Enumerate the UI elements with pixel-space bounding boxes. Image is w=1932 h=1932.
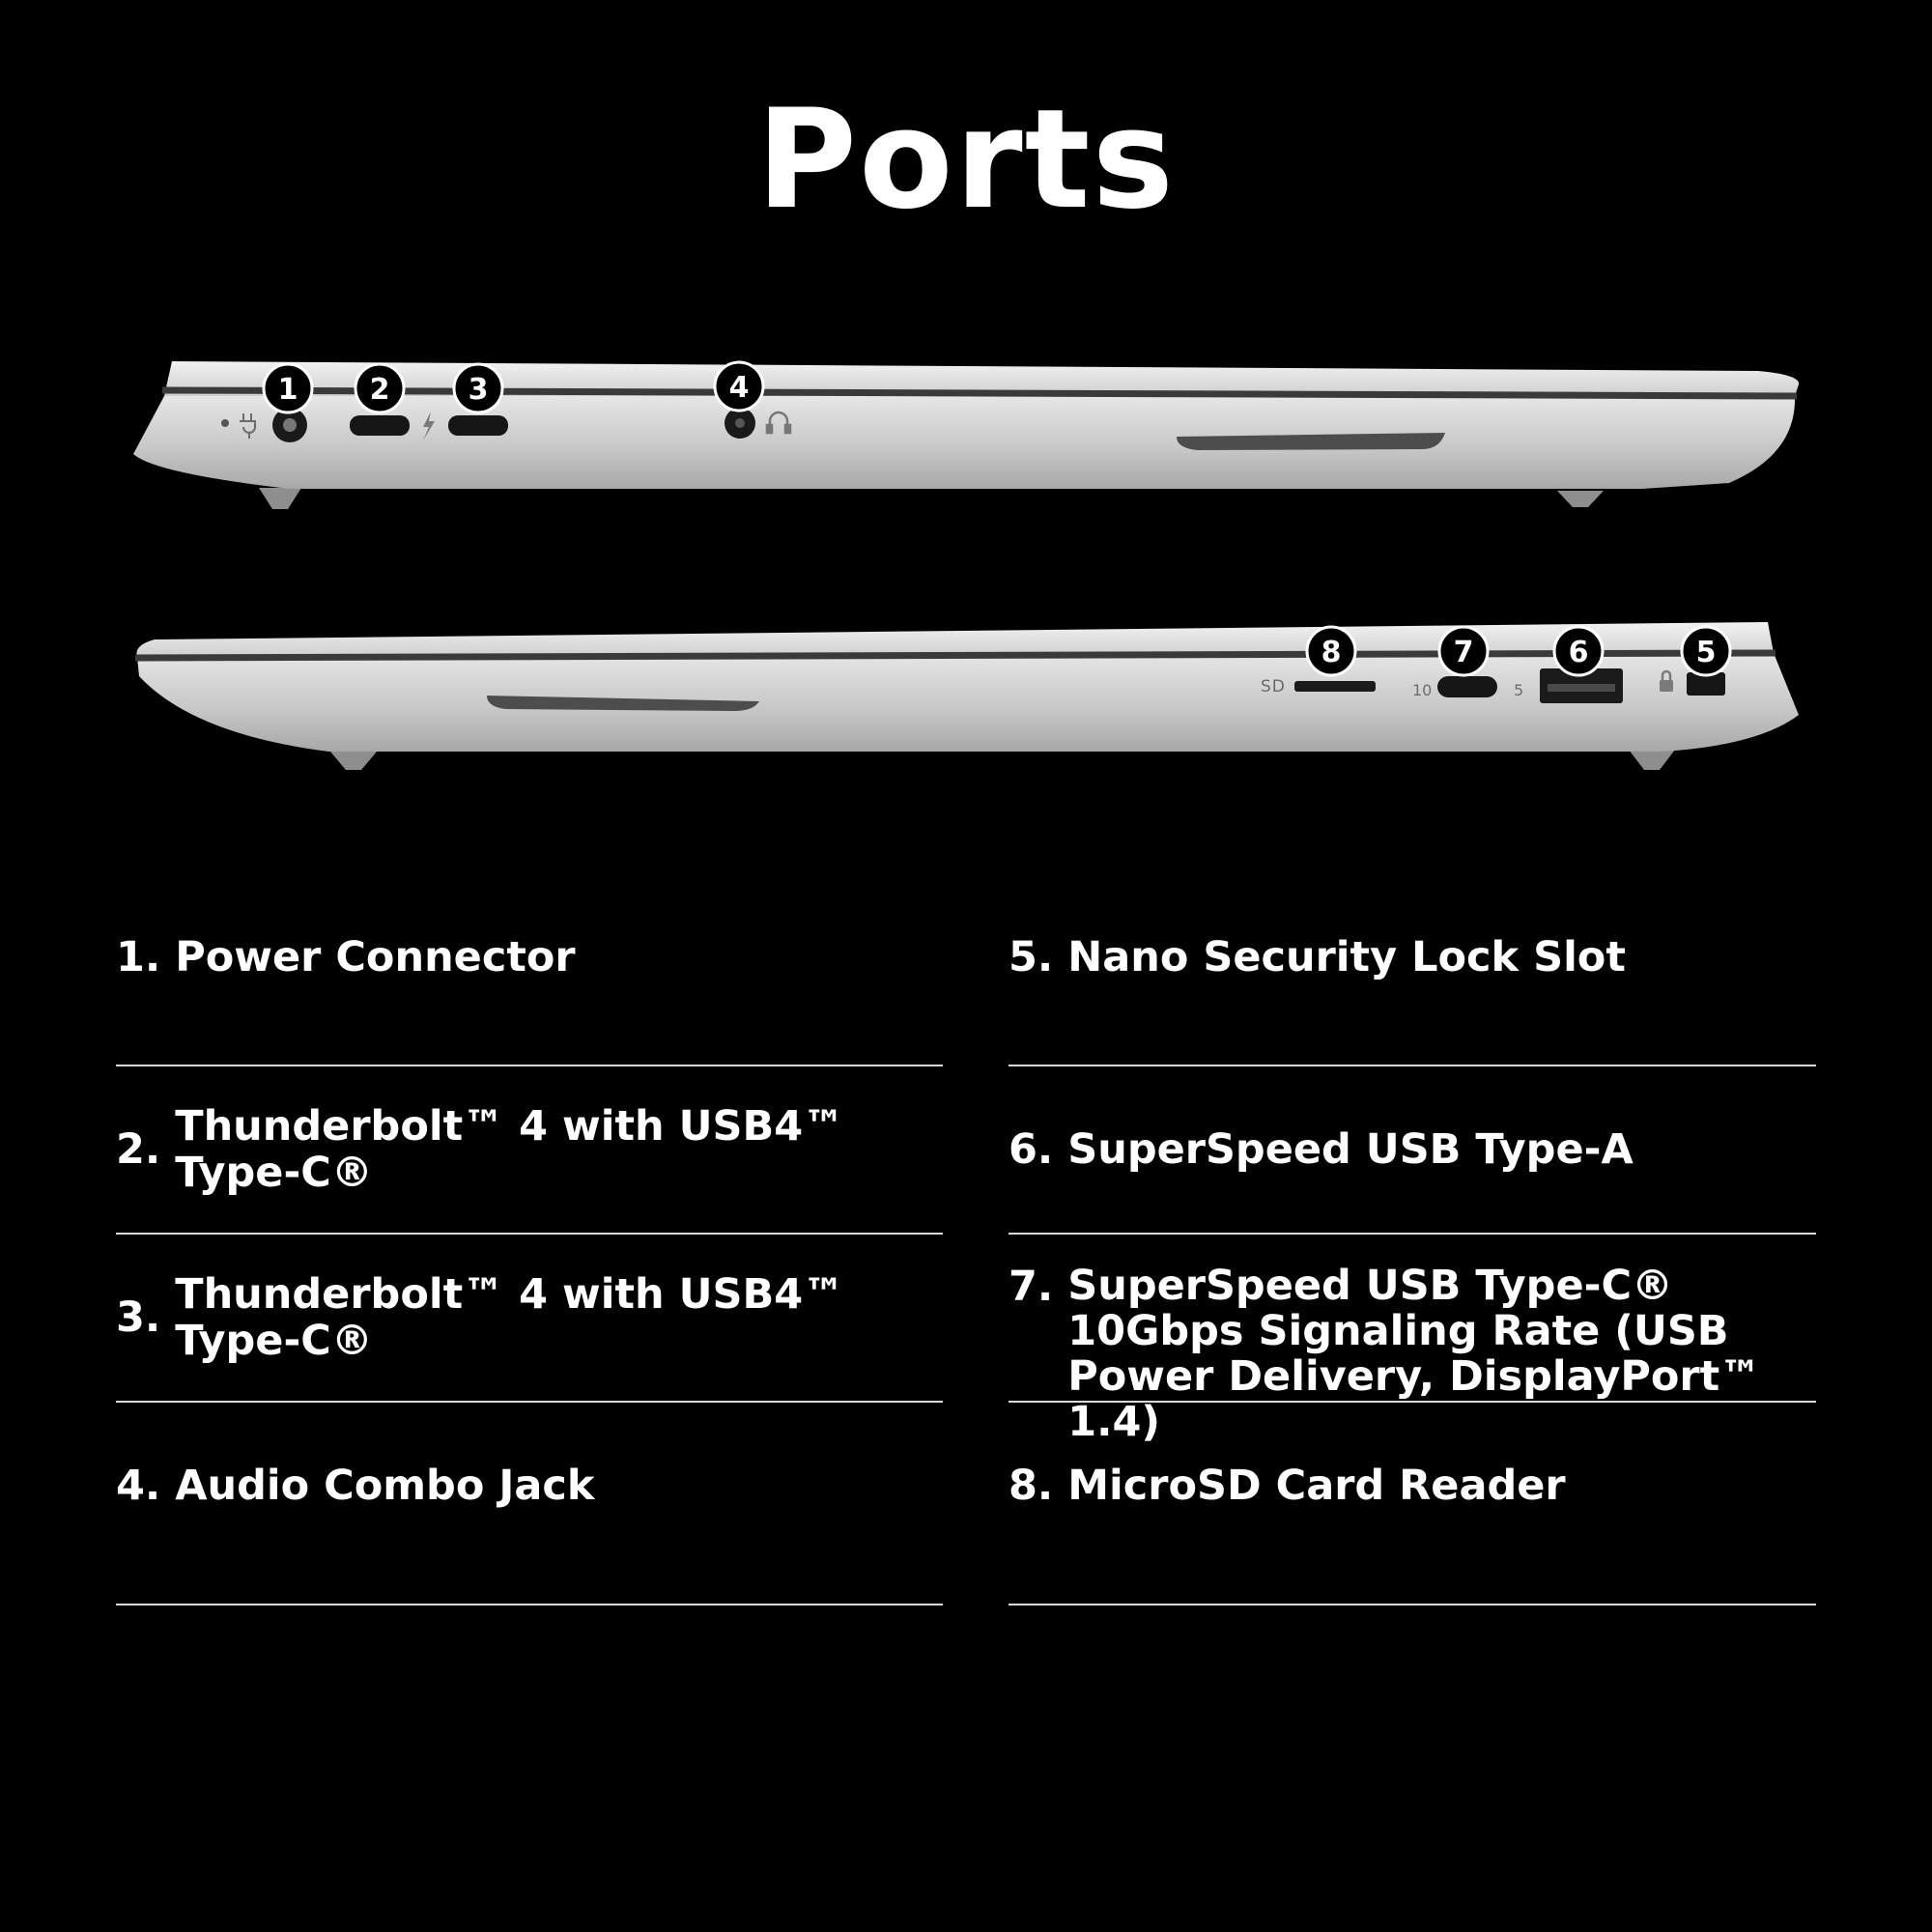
- svg-text:7: 7: [1454, 636, 1474, 669]
- port-marker-5: 5: [1680, 625, 1732, 677]
- port-marker-3: 3: [452, 362, 504, 414]
- spec-number: 6.: [1009, 1125, 1068, 1174]
- rubber-foot: [259, 488, 301, 509]
- svg-text:6: 6: [1569, 636, 1589, 669]
- svg-text:1: 1: [278, 373, 298, 407]
- page-title: Ports: [755, 80, 1177, 240]
- thunderbolt-icon: [423, 412, 435, 440]
- laptop-right-side: SD 10 5 8 7 6 5: [134, 622, 1799, 770]
- spec-label: MicroSD Card Reader: [1067, 1462, 1566, 1510]
- svg-text:2: 2: [370, 373, 390, 407]
- laptop-base: [137, 653, 1799, 752]
- rubber-foot: [1557, 491, 1604, 507]
- spec-number: 8.: [1009, 1462, 1068, 1510]
- laptop-base: [133, 396, 1796, 489]
- svg-text:4: 4: [729, 371, 750, 405]
- nano-security-lock-slot: [1687, 672, 1725, 696]
- port-marker-4: 4: [713, 360, 765, 412]
- svg-text:8: 8: [1321, 636, 1342, 669]
- spec-item-thunderbolt-3: 3. Thunderbolt™ 4 with USB4™ Type-C®: [116, 1235, 943, 1403]
- spec-item-usb-type-c: 7. SuperSpeed USB Type-C® 10Gbps Signali…: [1009, 1235, 1816, 1445]
- spec-item-usb-type-a: 6. SuperSpeed USB Type-A: [1009, 1066, 1816, 1235]
- vent-slot: [1177, 433, 1445, 450]
- svg-text:3: 3: [469, 373, 489, 407]
- usb-type-c-port-7: [1437, 676, 1497, 697]
- spec-list-left: 1. Power Connector 2. Thunderbolt™ 4 wit…: [116, 923, 943, 1605]
- spec-number: 2.: [116, 1125, 176, 1174]
- spec-number: 1.: [116, 933, 176, 981]
- spec-number: 5.: [1009, 933, 1068, 981]
- spec-number: 4.: [116, 1462, 176, 1510]
- spec-item-power-connector: 1. Power Connector: [116, 923, 943, 1066]
- laptop-left-side: 1 2 3 4: [133, 360, 1800, 509]
- spec-item-audio-combo-jack: 4. Audio Combo Jack: [116, 1403, 943, 1605]
- spec-label: Thunderbolt™ 4 with USB4™ Type-C®: [175, 1102, 845, 1197]
- port-marker-6: 6: [1552, 625, 1605, 677]
- lock-icon: [1660, 669, 1673, 692]
- vent-slot: [487, 696, 759, 711]
- hinge-line: [161, 386, 1798, 400]
- power-connector-pin: [283, 418, 297, 432]
- audio-jack-center: [735, 418, 745, 428]
- spec-item-thunderbolt-2: 2. Thunderbolt™ 4 with USB4™ Type-C®: [116, 1066, 943, 1235]
- spec-label: SuperSpeed USB Type-C® 10Gbps Signaling …: [1067, 1262, 1762, 1446]
- spec-label: Thunderbolt™ 4 with USB4™ Type-C®: [175, 1270, 845, 1365]
- power-indicator-light: [221, 419, 229, 427]
- laptop-lid: [164, 361, 1800, 396]
- rubber-foot: [1629, 750, 1675, 770]
- port-marker-8: 8: [1305, 625, 1357, 677]
- usb-c-speed-mark: 10: [1412, 681, 1432, 699]
- spec-label: Nano Security Lock Slot: [1067, 933, 1626, 981]
- laptop-lid: [136, 622, 1774, 657]
- usb-a-tongue: [1548, 684, 1615, 692]
- microsd-card-slot: [1294, 681, 1376, 692]
- spec-label: Audio Combo Jack: [175, 1462, 595, 1510]
- svg-text:5: 5: [1696, 636, 1717, 669]
- spec-list-right: 5. Nano Security Lock Slot 6. SuperSpeed…: [1009, 923, 1816, 1605]
- spec-item-microsd-reader: 8. MicroSD Card Reader: [1009, 1403, 1816, 1605]
- headset-icon: [765, 411, 792, 435]
- port-marker-2: 2: [354, 362, 406, 414]
- thunderbolt-port-3: [448, 415, 508, 436]
- spec-label: SuperSpeed USB Type-A: [1067, 1125, 1634, 1174]
- usb-a-speed-mark: 5: [1514, 681, 1523, 699]
- spec-number: 3.: [116, 1293, 176, 1342]
- port-marker-1: 1: [262, 362, 314, 414]
- spec-number: 7.: [1009, 1263, 1068, 1311]
- port-marker-7: 7: [1437, 625, 1490, 677]
- rubber-foot: [330, 752, 377, 770]
- spec-label: Power Connector: [175, 933, 576, 981]
- sd-label: SD: [1261, 677, 1286, 696]
- hinge-line: [134, 649, 1776, 662]
- spec-item-nano-lock-slot: 5. Nano Security Lock Slot: [1009, 923, 1816, 1066]
- power-plug-icon: [240, 413, 256, 439]
- thunderbolt-port-2: [350, 415, 410, 436]
